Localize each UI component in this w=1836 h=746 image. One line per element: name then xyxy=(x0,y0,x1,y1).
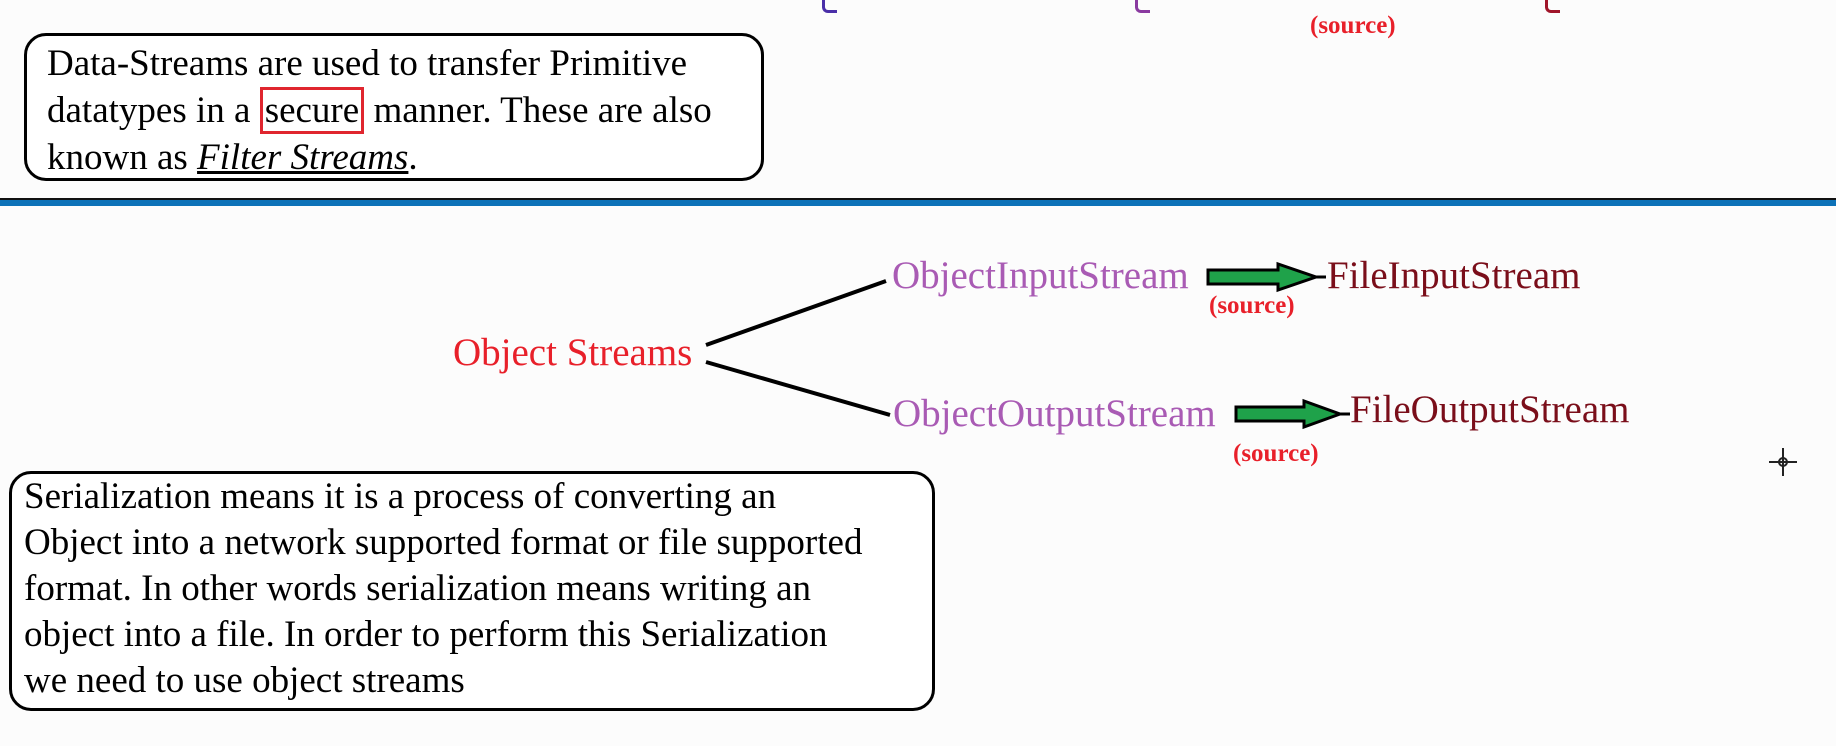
data-streams-line-2: datatypes in a secure manner. These are … xyxy=(47,87,743,134)
data-streams-line-1: Data-Streams are used to transfer Primit… xyxy=(47,43,688,84)
serialization-line: we need to use object streams xyxy=(24,660,465,701)
serialization-line: object into a file. In order to perform … xyxy=(24,614,828,655)
serialization-line: format. In other words serialization mea… xyxy=(24,568,812,609)
top-source-label: (source) xyxy=(1310,12,1396,39)
line3-after: . xyxy=(408,137,418,178)
serialization-line: Object into a network supported format o… xyxy=(24,522,863,563)
secure-highlight: secure xyxy=(259,87,365,134)
filter-streams-term: Filter Streams xyxy=(197,137,409,178)
top-text-fragment-blue xyxy=(822,0,837,13)
object-streams-root: Object Streams xyxy=(453,331,693,374)
section-divider xyxy=(0,200,1836,206)
crosshair-move-icon xyxy=(1769,448,1797,476)
branch-line-input xyxy=(705,279,887,347)
input-source-label: (source) xyxy=(1209,292,1295,319)
object-input-stream: ObjectInputStream xyxy=(892,254,1189,297)
line2-after: manner. These are also xyxy=(364,90,712,131)
data-streams-line-3: known as Filter Streams. xyxy=(47,134,743,181)
object-output-stream: ObjectOutputStream xyxy=(893,392,1216,435)
arrow-icon-output xyxy=(1234,398,1350,430)
file-output-stream: FileOutputStream xyxy=(1350,388,1630,431)
data-streams-note: Data-Streams are used to transfer Primit… xyxy=(24,33,764,181)
file-input-stream: FileInputStream xyxy=(1327,254,1581,297)
serialization-line: Serialization means it is a process of c… xyxy=(24,476,777,517)
line3-before: known as xyxy=(47,137,198,178)
serialization-note: Serialization means it is a process of c… xyxy=(9,471,935,711)
top-text-fragment-red xyxy=(1545,0,1560,13)
line2-before: datatypes in a xyxy=(47,90,260,131)
section-divider-dark xyxy=(0,198,1836,201)
output-source-label: (source) xyxy=(1233,440,1319,467)
top-text-fragment-purple xyxy=(1135,0,1150,13)
arrow-icon-input xyxy=(1206,261,1326,293)
branch-line-output xyxy=(705,360,891,417)
